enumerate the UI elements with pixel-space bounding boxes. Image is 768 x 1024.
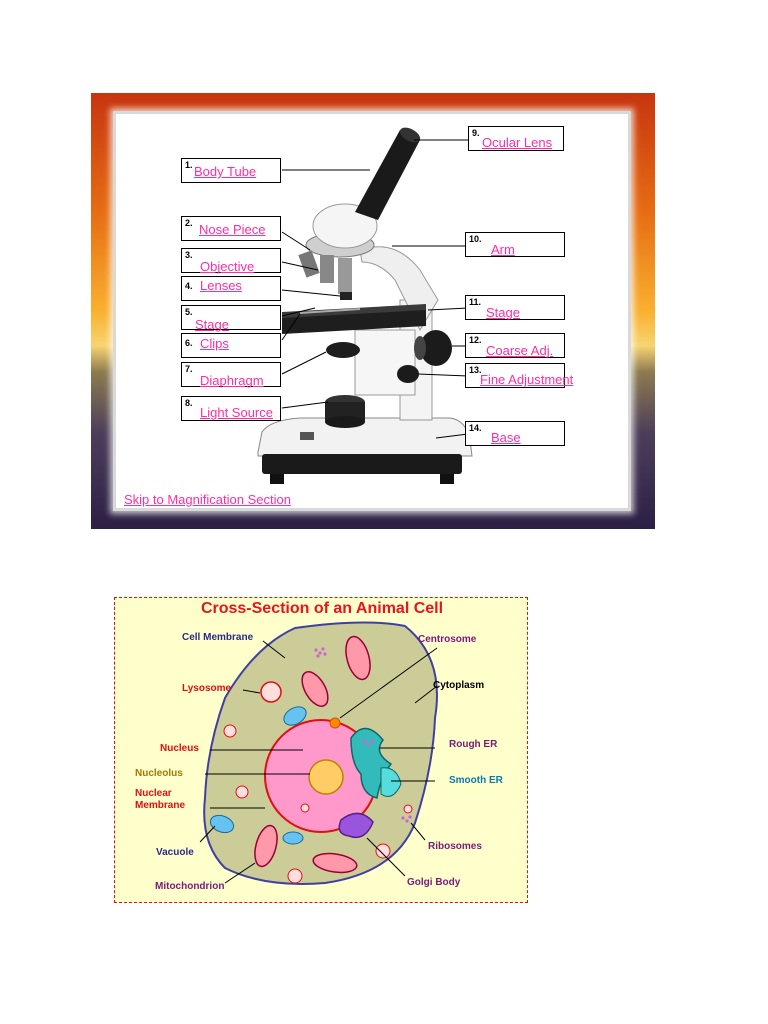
- centrosome-shape: [329, 717, 341, 729]
- label-nuclear-membrane-line2: Membrane: [135, 800, 186, 811]
- label-cytoplasm: Cytoplasm: [433, 680, 485, 691]
- link-nose-piece[interactable]: Nose Piece: [199, 222, 266, 237]
- link-stage-left[interactable]: Stage: [195, 317, 229, 332]
- link-body-tube[interactable]: Body Tube: [194, 164, 257, 179]
- mitochondrion-shape: [345, 635, 371, 681]
- mitochondrion-shapes: [254, 635, 371, 874]
- link-base[interactable]: Base: [491, 430, 521, 445]
- label-body-tube: 1. Body Tube: [181, 158, 281, 183]
- label-cell-membrane: Cell Membrane: [182, 632, 254, 643]
- label-base: 14. Base: [465, 421, 565, 446]
- label-number: 12.: [469, 335, 482, 345]
- label-objective: 3. Objective: [181, 248, 281, 274]
- label-arm: 10. Arm: [465, 232, 565, 257]
- label-nose-piece: 2. Nose Piece: [181, 216, 281, 241]
- label-mitochondrion: Mitochondrion: [155, 881, 225, 892]
- label-nuclear-membrane-line1: Nuclear: [135, 788, 172, 799]
- label-number: 5.: [185, 307, 193, 317]
- ribosome-dots: [314, 647, 412, 823]
- label-diaphragm: 7. Diaphragm: [181, 362, 281, 388]
- link-ocular-lens[interactable]: Ocular Lens: [482, 135, 553, 150]
- label-coarse-adj: 12. Coarse Adj.: [465, 333, 565, 358]
- label-lysosome: Lysosome: [182, 683, 232, 694]
- label-number: 11.: [469, 297, 482, 307]
- link-fine-adjustment[interactable]: Fine Adjustment: [480, 372, 574, 387]
- link-objective[interactable]: Objective: [200, 259, 255, 274]
- golgi-body-shape: [338, 812, 374, 839]
- label-light-source: 8. Light Source: [181, 396, 281, 421]
- link-arm[interactable]: Arm: [491, 242, 515, 257]
- label-number: 4.: [185, 281, 193, 291]
- link-light-source[interactable]: Light Source: [200, 405, 273, 420]
- cell-leader-lines: [199, 640, 438, 884]
- link-lenses[interactable]: Lenses: [200, 278, 242, 293]
- link-stage-right[interactable]: Stage: [486, 305, 520, 320]
- label-number: 13.: [469, 365, 482, 375]
- link-clips[interactable]: Clips: [200, 336, 229, 351]
- link-diaphragm[interactable]: Diaphragm: [200, 373, 264, 388]
- skip-to-magnification-link[interactable]: Skip to Magnification Section: [124, 492, 291, 507]
- label-ocular-lens: 9. Ocular Lens: [468, 126, 564, 151]
- smooth-er-shape: [380, 767, 402, 797]
- lysosome-shape: [260, 681, 282, 703]
- label-rough-er: Rough ER: [449, 739, 498, 750]
- label-number: 7.: [185, 364, 193, 374]
- label-ribosomes: Ribosomes: [428, 841, 482, 852]
- label-vacuole: Vacuole: [156, 847, 194, 858]
- label-number: 3.: [185, 250, 193, 260]
- label-number: 2.: [185, 218, 193, 228]
- animal-cell-illustration: [199, 621, 438, 885]
- label-golgi-body: Golgi Body: [407, 877, 461, 888]
- label-nucleus: Nucleus: [160, 743, 199, 754]
- label-stage-right: 11. Stage: [465, 295, 565, 320]
- label-centrosome: Centrosome: [418, 634, 477, 645]
- label-number: 14.: [469, 423, 482, 433]
- animal-cell-panel: Cross-Section of an Animal Cell: [114, 597, 528, 903]
- nucleolus-shape: [308, 759, 344, 795]
- vacuole-shape: [209, 814, 235, 834]
- label-number: 10.: [469, 234, 482, 244]
- cell-title: Cross-Section of an Animal Cell: [200, 600, 444, 617]
- label-number: 6.: [185, 338, 193, 348]
- label-smooth-er: Smooth ER: [449, 775, 503, 786]
- label-lenses: 4. Lenses: [181, 276, 281, 301]
- link-coarse-adj[interactable]: Coarse Adj.: [486, 343, 554, 358]
- label-fine-adjustment: 13. Fine Adjustment: [465, 363, 573, 388]
- label-nucleolus: Nucleolus: [135, 768, 183, 779]
- label-clips: 6. Clips: [181, 333, 281, 358]
- label-number: 8.: [185, 398, 193, 408]
- label-stage-left: 5. Stage: [181, 305, 281, 332]
- label-number: 9.: [472, 128, 480, 138]
- label-number: 1.: [185, 160, 193, 170]
